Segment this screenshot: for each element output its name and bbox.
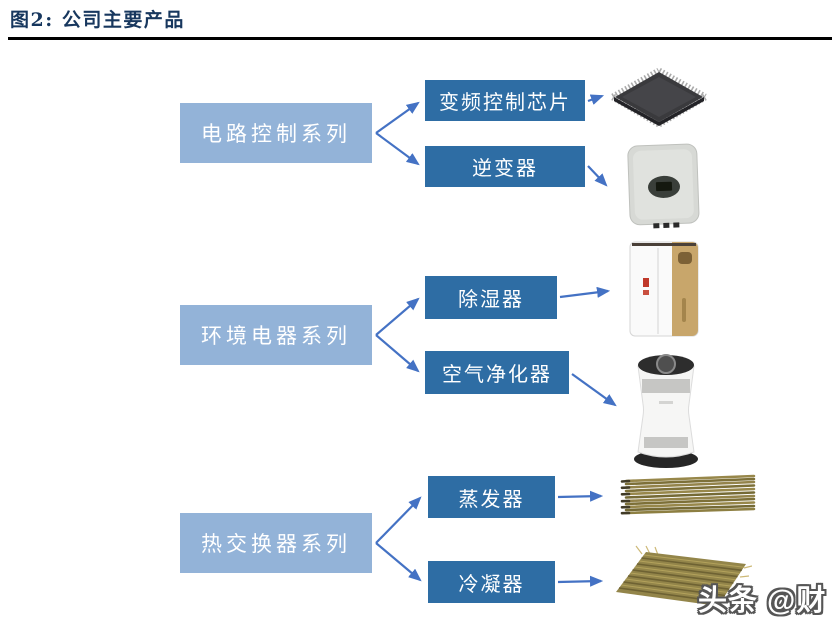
category-box-circuit-control: 电路控制系列 bbox=[180, 103, 372, 163]
evaporator-image bbox=[620, 474, 756, 515]
product-box-condenser: 冷凝器 bbox=[428, 561, 555, 603]
product-box-dehumidifier: 除湿器 bbox=[425, 276, 557, 319]
air-purifier-image bbox=[634, 354, 698, 468]
product-box-evaporator: 蒸发器 bbox=[428, 476, 555, 518]
product-box-frequency-control-chip: 变频控制芯片 bbox=[425, 80, 585, 121]
category-box-heat-exchanger: 热交换器系列 bbox=[180, 513, 372, 573]
chip-image bbox=[611, 67, 707, 128]
figure-title: 图2: 公司主要产品 bbox=[10, 9, 185, 31]
dehumidifier-image bbox=[629, 241, 699, 337]
category-box-environment-appliance: 环境电器系列 bbox=[180, 305, 372, 365]
watermark-text: 头条 @财是 bbox=[698, 585, 827, 617]
product-box-air-purifier: 空气净化器 bbox=[425, 351, 569, 394]
inverter-image bbox=[627, 143, 700, 229]
title-rule bbox=[8, 37, 832, 40]
condenser-image bbox=[616, 545, 752, 606]
product-box-inverter: 逆变器 bbox=[425, 146, 585, 187]
